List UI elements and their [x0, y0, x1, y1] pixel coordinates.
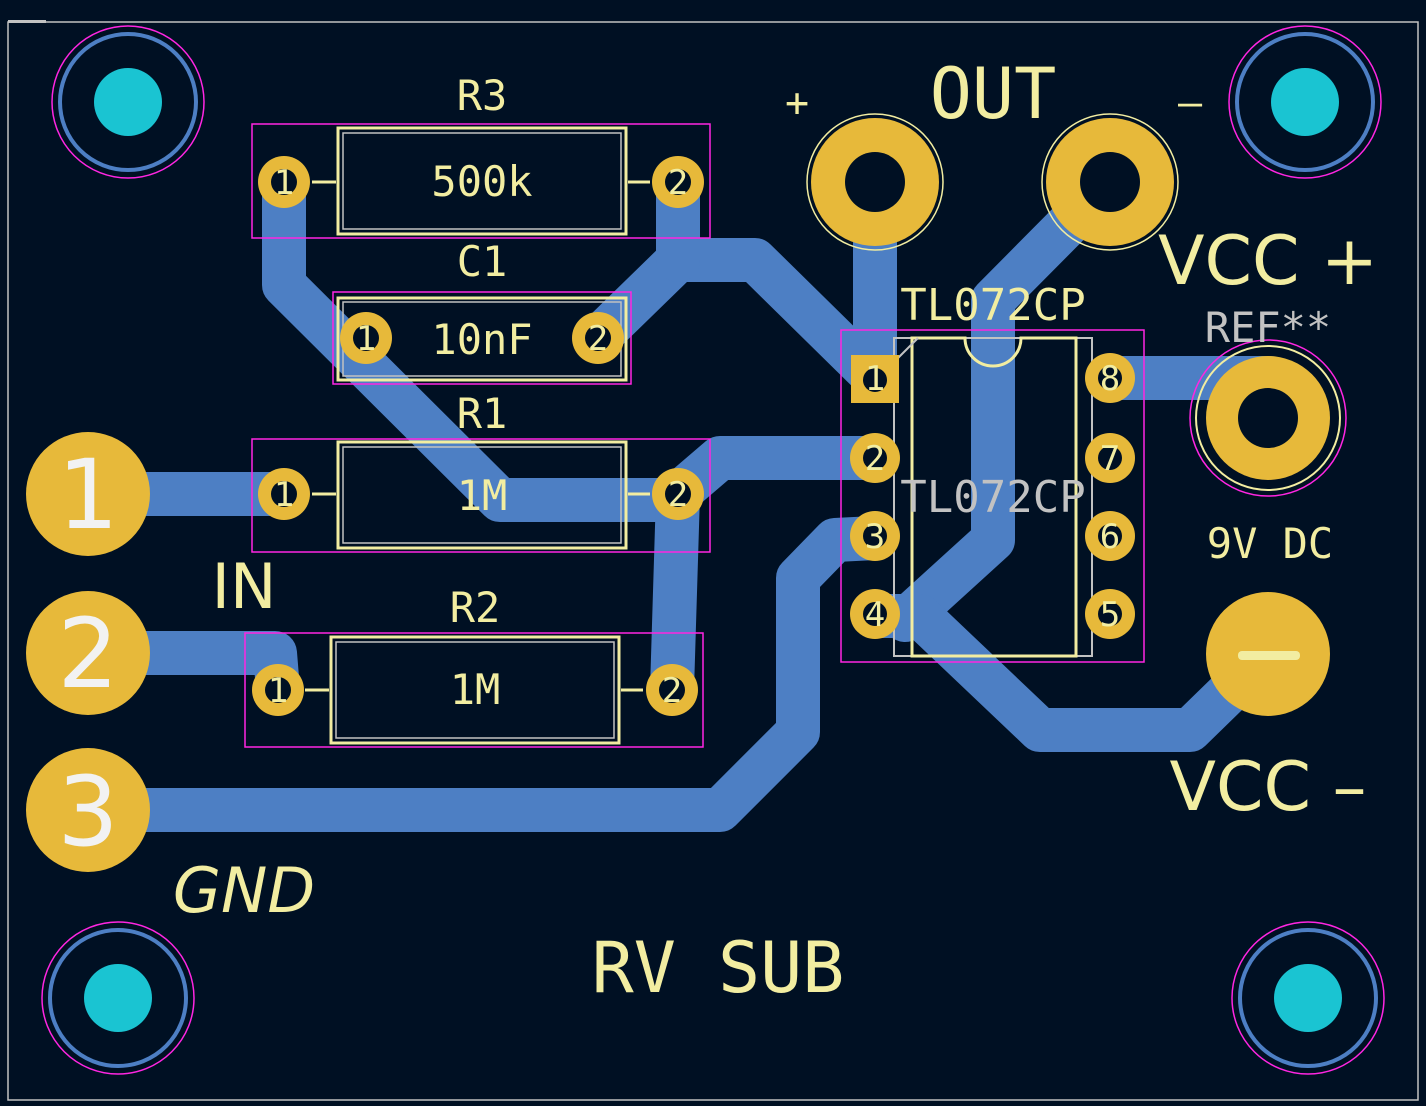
u1-pin5-label: 5 — [1100, 595, 1120, 635]
u1-pin3-label: 3 — [865, 517, 885, 557]
connector-label-1: 1 — [57, 439, 118, 551]
connector-pad-3 — [26, 748, 150, 872]
board-corner-marker — [8, 20, 46, 23]
mounting-hole-bottom-left — [41, 921, 195, 1075]
pad-numbers: 1 2 1 2 1 2 1 2 1 2 3 4 5 6 7 8 — [268, 163, 1120, 711]
r2-reference: R2 — [450, 583, 501, 632]
r3-reference: R3 — [457, 71, 508, 120]
u1-pin4-label: 4 — [865, 595, 885, 635]
connector-pad-2 — [26, 591, 150, 715]
out-label: OUT — [930, 53, 1056, 135]
u1-footprint — [840, 329, 1145, 663]
connector-label-2: 2 — [57, 598, 118, 710]
mounting-hole-top-right — [1228, 25, 1382, 179]
u1-pin1-label: 1 — [865, 359, 885, 399]
gnd-label: GND — [173, 854, 315, 927]
r2-pin1-label: 1 — [268, 671, 288, 711]
c1-pin2-label: 2 — [588, 319, 608, 359]
vcc-minus-label: VCC – — [1169, 748, 1366, 827]
pad-holes-passives — [265, 169, 691, 703]
r2-pin2-label: 2 — [662, 671, 682, 711]
r2-value: 1M — [450, 665, 501, 714]
connector-label-3: 3 — [57, 756, 118, 868]
u1-reference: TL072CP — [900, 280, 1085, 331]
u1-pin2-label: 2 — [865, 439, 885, 479]
connector-pad-1 — [26, 432, 150, 556]
c1-reference: C1 — [457, 237, 508, 286]
board-edge — [7, 21, 1419, 1101]
board-title: RV SUB — [592, 927, 845, 1009]
out-minus-ring — [1041, 113, 1179, 251]
vcc-plus-label: VCC + — [1158, 222, 1378, 301]
c1-value: 10nF — [431, 315, 532, 364]
u1-pin7-label: 7 — [1100, 439, 1120, 479]
out-plus-label: + — [785, 80, 809, 126]
u1-pin8-label: 8 — [1100, 359, 1120, 399]
r3-value: 500k — [431, 157, 532, 206]
trace-c1-r3-pin1 — [576, 238, 897, 400]
r1-pin1-label: 1 — [274, 475, 294, 515]
ref-label: REF** — [1205, 303, 1331, 352]
r3-footprint — [251, 123, 711, 239]
pad-holes-large — [845, 152, 1298, 448]
r2-footprint — [244, 632, 704, 748]
r1-value: 1M — [457, 471, 508, 520]
r1-pin2-label: 2 — [668, 475, 688, 515]
r3-pin2-label: 2 — [668, 163, 688, 203]
in-label: IN — [212, 550, 277, 623]
vcc-minus-bar — [1238, 651, 1300, 660]
r1-footprint — [251, 438, 711, 553]
u1-value: TL072CP — [900, 472, 1085, 523]
mounting-hole-top-left — [51, 25, 205, 179]
pad-holes-ic — [863, 366, 1122, 626]
ref-footprint — [1189, 339, 1347, 497]
r3-pin1-label: 1 — [274, 163, 294, 203]
trace-r1-r2-link — [650, 472, 700, 712]
trace-pin4-vccminus — [853, 594, 1290, 752]
trace-out-minus — [883, 160, 1132, 642]
mounting-hole-bottom-right — [1231, 921, 1385, 1075]
out-minus-label: – — [1178, 80, 1203, 126]
r1-reference: R1 — [457, 389, 508, 438]
trace-r3-c1-u1pin2 — [262, 160, 700, 522]
u1-pin6-label: 6 — [1100, 517, 1120, 557]
c1-pin1-label: 1 — [356, 319, 376, 359]
out-plus-ring — [806, 113, 944, 251]
supply-label: 9V DC — [1207, 519, 1333, 568]
